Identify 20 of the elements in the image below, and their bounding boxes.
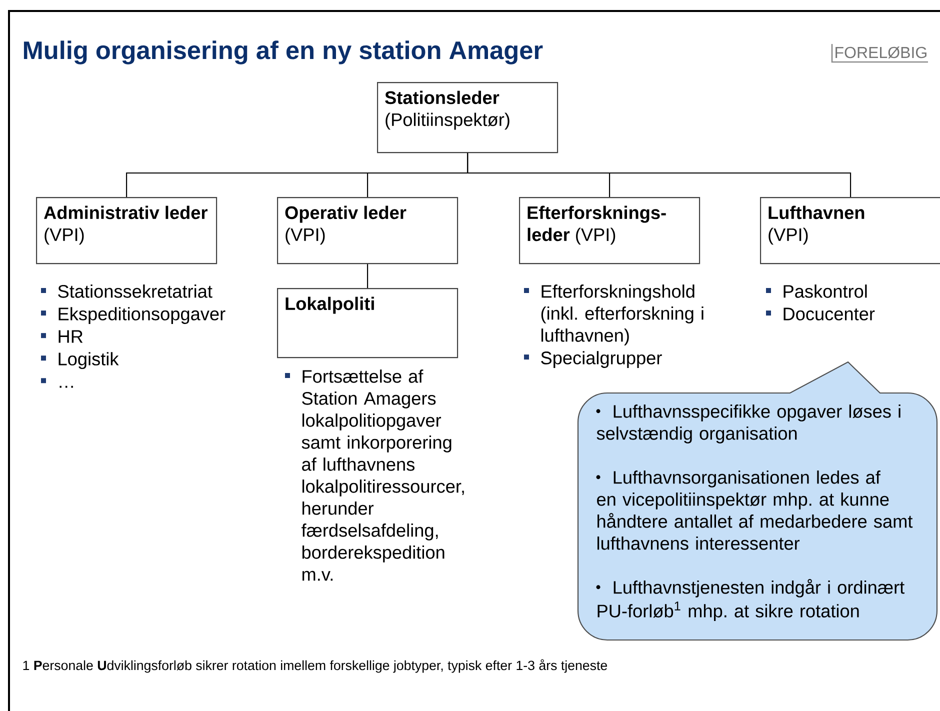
connector-line: [367, 264, 368, 288]
org-box: Administrativ leder (VPI): [36, 197, 218, 264]
bullet-item: …: [41, 378, 73, 388]
bullet-item: Fortsættelse af Station Amagers lokalpolitiopgaver samt inkorporering af lufthavnens lokalpolitiressourcer, herunder færdselsafdeling, borderekspedition m.v.: [285, 370, 464, 581]
bullet-item: Logistik: [41, 352, 119, 370]
org-box: Efterforsknings-leder (VPI): [519, 197, 700, 264]
org-box: Lufthavnen (VPI): [760, 197, 940, 264]
org-box: Stationsleder (Politiinspektør): [377, 82, 558, 154]
bullet-item: HR: [41, 330, 83, 343]
bullet-item: Docucenter: [766, 308, 875, 320]
bullet-item: Ekspeditionsopgaver: [41, 307, 226, 324]
title: Mulig organisering af en ny station Amager: [24, 40, 543, 64]
org-box: Operativ leder (VPI): [277, 197, 458, 264]
footnote: 1 Personale Udviklingsforløb sikrer rotation imellem forskellige jobtyper, typisk efter 1-3 års tjeneste: [23, 659, 608, 673]
bullet-item: Paskontrol: [766, 284, 867, 298]
status-stamp: FORELØBIG: [831, 44, 928, 63]
org-box: Lokalpoliti: [277, 288, 458, 358]
bullet-item: Stationssekretatriat: [41, 284, 212, 298]
connector-line: [467, 153, 852, 197]
bullet-item: Efterforskningshold (inkl. efterforskning i lufthavnen): [524, 284, 704, 346]
